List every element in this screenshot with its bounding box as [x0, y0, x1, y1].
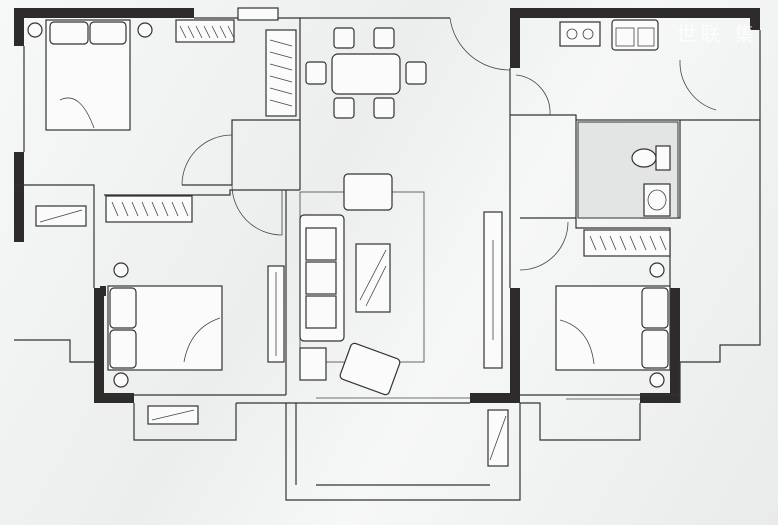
- wardrobes: [105, 19, 671, 257]
- bed-top-left: [27, 19, 153, 131]
- bed-right: [555, 262, 671, 388]
- dining-table: [305, 27, 427, 119]
- watermark: 世联 集: [676, 24, 758, 46]
- living-room-furniture: [267, 173, 503, 396]
- kitchen-fixtures: [559, 19, 659, 51]
- bathroom-fixtures: [577, 121, 679, 219]
- walls: [14, 8, 760, 403]
- partition-lines: [14, 17, 761, 501]
- windows: [35, 7, 640, 467]
- bed-left: [107, 262, 223, 388]
